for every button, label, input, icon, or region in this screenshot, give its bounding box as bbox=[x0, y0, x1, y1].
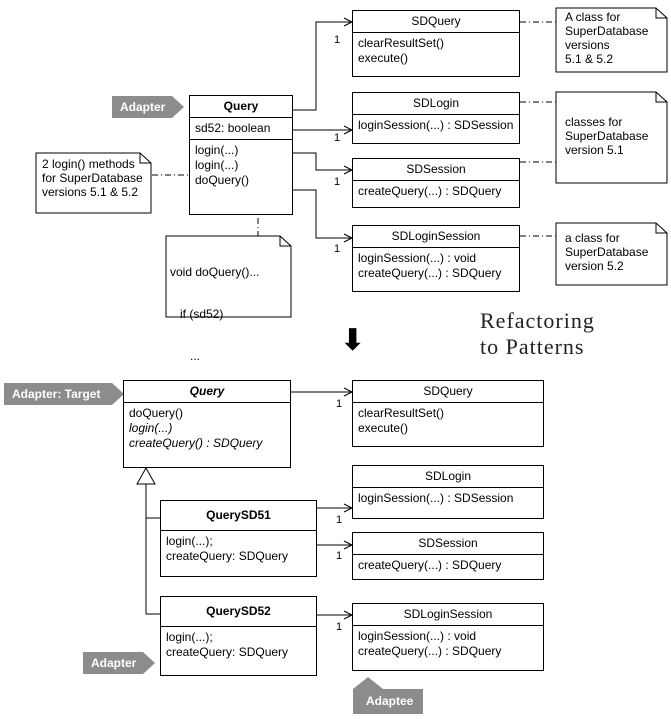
multiplicity: 1 bbox=[336, 398, 343, 410]
sdquery-class-top[interactable]: SDQuery clearResultSet() execute() bbox=[352, 10, 520, 77]
note-class-51-52: A class for SuperDatabase versions 5.1 &… bbox=[565, 10, 649, 66]
method: login(...) bbox=[195, 143, 239, 157]
querysd52-class[interactable]: QuerySD52 login(...); createQuery: SDQue… bbox=[160, 596, 317, 676]
method: execute() bbox=[358, 421, 409, 435]
note-classes-51: classes for SuperDatabase version 5.1 bbox=[565, 115, 649, 157]
multiplicity: 1 bbox=[334, 243, 341, 255]
sdlogin-class-top[interactable]: SDLogin loginSession(...) : SDSession bbox=[352, 92, 520, 144]
class-name: SDLoginSession bbox=[353, 226, 519, 248]
method: createQuery() : SDQuery bbox=[129, 436, 263, 450]
method: createQuery: SDQuery bbox=[166, 645, 289, 659]
method: createQuery(...) : SDQuery bbox=[358, 266, 502, 280]
method: createQuery(...) : SDQuery bbox=[358, 558, 502, 572]
adapter-tag-bottom: Adapter bbox=[91, 656, 137, 670]
method: createQuery: SDQuery bbox=[166, 549, 289, 563]
method: doQuery() bbox=[129, 406, 184, 420]
querysd51-class[interactable]: QuerySD51 login(...); createQuery: SDQue… bbox=[160, 500, 317, 577]
method: clearResultSet() bbox=[358, 406, 445, 420]
adapter-tag-top: Adapter bbox=[120, 100, 166, 114]
method: clearResultSet() bbox=[358, 36, 445, 50]
class-name: SDSession bbox=[353, 159, 519, 181]
refactoring-to-patterns-logo: Refactoring to Patterns bbox=[480, 308, 595, 359]
multiplicity: 1 bbox=[336, 550, 343, 562]
class-name: SDLogin bbox=[353, 93, 519, 115]
multiplicity: 1 bbox=[334, 176, 341, 188]
adapter-target-tag: Adapter: Target bbox=[12, 387, 101, 401]
sdlogin-class-bottom[interactable]: SDLogin loginSession(...) : SDSession bbox=[352, 465, 544, 519]
method: login(...) bbox=[129, 421, 173, 435]
sdsession-class-bottom[interactable]: SDSession createQuery(...) : SDQuery bbox=[352, 532, 544, 580]
method: loginSession(...) : SDSession bbox=[358, 118, 514, 132]
method: loginSession(...) : SDSession bbox=[358, 491, 514, 505]
down-arrow-icon: ⬇ bbox=[340, 324, 366, 357]
sdloginsession-class-top[interactable]: SDLoginSession loginSession(...) : void … bbox=[352, 225, 520, 292]
multiplicity: 1 bbox=[334, 132, 341, 144]
attribute: sd52: boolean bbox=[195, 121, 271, 135]
query-class-bottom[interactable]: Query doQuery() login(...) createQuery()… bbox=[123, 380, 291, 468]
sdquery-class-bottom[interactable]: SDQuery clearResultSet() execute() bbox=[352, 380, 544, 447]
method: login(...); bbox=[166, 534, 213, 548]
class-name: Query bbox=[190, 96, 292, 118]
class-name: SDLoginSession bbox=[353, 604, 543, 626]
method: createQuery(...) : SDQuery bbox=[358, 184, 502, 198]
class-name: SDSession bbox=[353, 533, 543, 555]
class-name: SDQuery bbox=[353, 381, 543, 403]
note-class-52: a class for SuperDatabase version 5.2 bbox=[565, 231, 649, 273]
query-class-top[interactable]: Query sd52: boolean login(...) login(...… bbox=[189, 95, 293, 215]
method: createQuery(...) : SDQuery bbox=[358, 644, 502, 658]
class-name: SDLogin bbox=[353, 466, 543, 488]
class-name: SDQuery bbox=[353, 11, 519, 33]
note-login-methods: 2 login() methods for SuperDatabase vers… bbox=[42, 157, 143, 199]
sdloginsession-class-bottom[interactable]: SDLoginSession loginSession(...) : void … bbox=[352, 603, 544, 671]
method: execute() bbox=[358, 51, 409, 65]
class-name: Query bbox=[124, 381, 290, 403]
multiplicity: 1 bbox=[336, 621, 343, 633]
method: doQuery() bbox=[195, 173, 250, 187]
method: loginSession(...) : void bbox=[358, 251, 477, 265]
class-name: QuerySD51 bbox=[161, 501, 316, 531]
class-name: QuerySD52 bbox=[161, 597, 316, 627]
method: loginSession(...) : void bbox=[358, 629, 477, 643]
method: login(...); bbox=[166, 630, 213, 644]
adaptee-tag: Adaptee bbox=[366, 694, 414, 708]
multiplicity: 1 bbox=[336, 514, 343, 526]
multiplicity: 1 bbox=[334, 34, 341, 46]
sdsession-class-top[interactable]: SDSession createQuery(...) : SDQuery bbox=[352, 158, 520, 208]
method: login(...) bbox=[195, 158, 239, 172]
